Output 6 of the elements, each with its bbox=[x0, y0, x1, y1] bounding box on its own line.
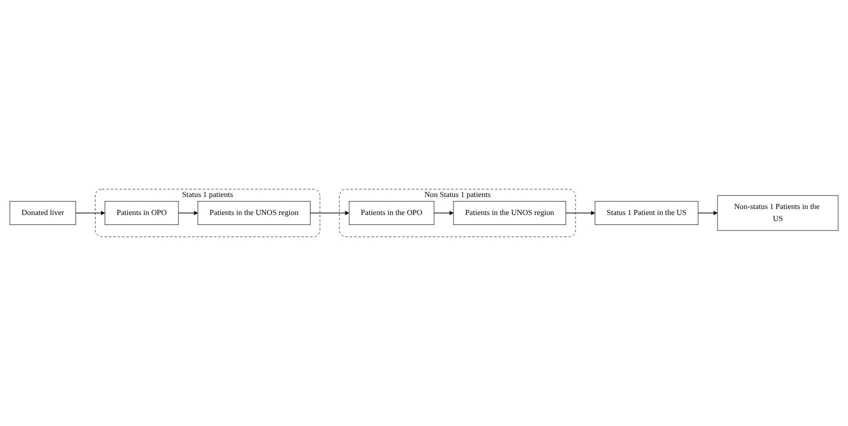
arrow bbox=[434, 210, 454, 216]
arrow bbox=[178, 210, 198, 216]
arrow bbox=[310, 210, 350, 216]
arrow bbox=[698, 210, 718, 216]
arrow bbox=[75, 210, 106, 216]
arrow bbox=[565, 210, 596, 216]
